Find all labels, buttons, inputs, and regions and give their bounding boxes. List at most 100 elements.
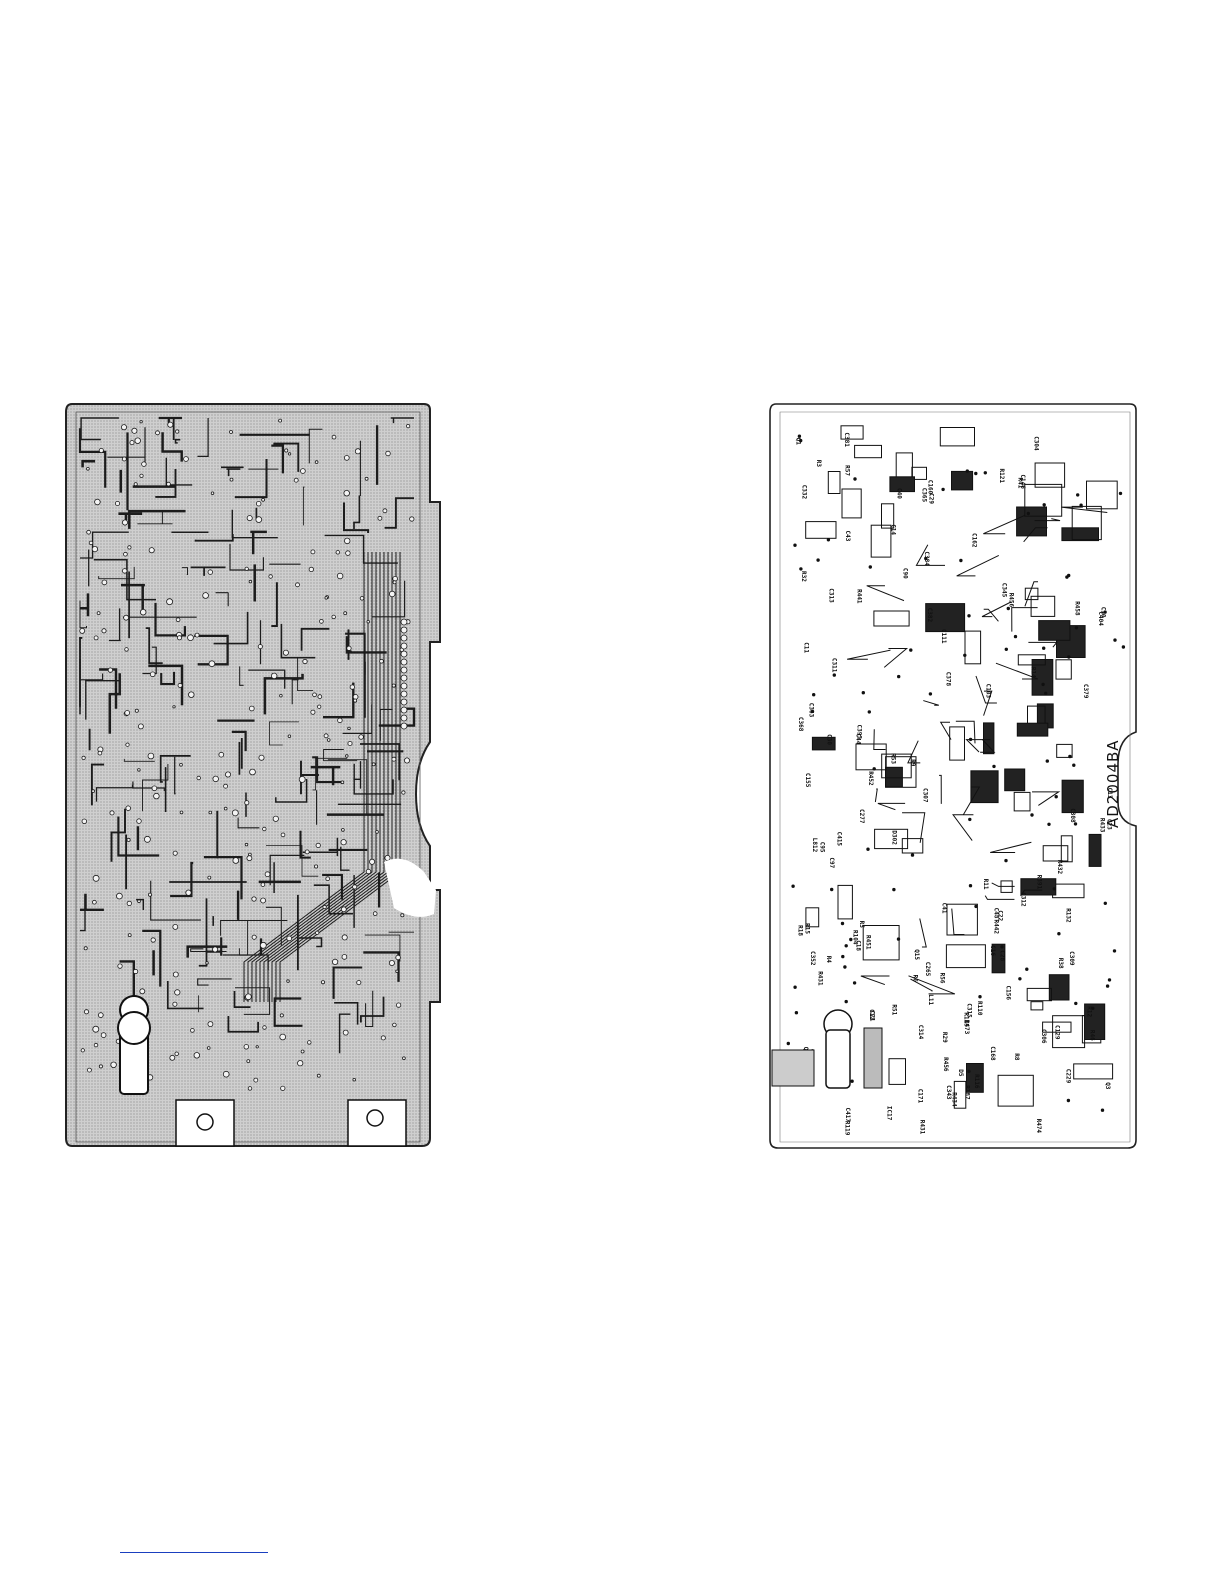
component-label: R456 bbox=[1008, 593, 1015, 608]
component-label: C11 bbox=[803, 642, 810, 653]
component-label: C28 bbox=[998, 950, 1005, 961]
component-label: C313 bbox=[827, 588, 834, 603]
board-outline bbox=[769, 403, 1137, 1149]
component-label: C404 bbox=[1097, 611, 1104, 626]
component-label: C332 bbox=[800, 485, 807, 500]
component-label: C22 bbox=[997, 910, 1004, 921]
component-label: R474 bbox=[1035, 1119, 1042, 1134]
component-label: R431 bbox=[919, 1120, 926, 1135]
pcb-track-side-drawing bbox=[65, 403, 441, 1147]
component-label: C379 bbox=[1082, 684, 1089, 699]
component-label: R18 bbox=[797, 925, 804, 936]
component-label: C309 bbox=[1068, 951, 1075, 966]
component-label: R53 bbox=[890, 753, 897, 764]
component-label: R41 bbox=[1017, 478, 1024, 489]
component-label: C155 bbox=[804, 773, 811, 788]
component-label: C12 bbox=[868, 1009, 875, 1020]
component-label: R451 bbox=[865, 935, 872, 950]
component-label: C384 bbox=[923, 551, 930, 566]
component-label: C315 bbox=[965, 1003, 972, 1018]
component-label: R431 bbox=[817, 971, 824, 986]
component-label: R9 bbox=[909, 759, 916, 767]
component-label: R32 bbox=[800, 571, 807, 582]
component-label: R452 bbox=[867, 771, 874, 786]
component-label: C43 bbox=[844, 531, 851, 542]
board-code: AD2004BA bbox=[1104, 739, 1122, 828]
component-label: C29 bbox=[928, 493, 935, 504]
component-label: C314 bbox=[917, 1025, 924, 1040]
component-label: R473 bbox=[963, 1020, 970, 1035]
component-label: C111 bbox=[940, 629, 947, 644]
component-label: R3 bbox=[815, 460, 822, 468]
component-label: C306 bbox=[1040, 1029, 1047, 1044]
component-label: R433 bbox=[1098, 818, 1105, 833]
component-label: R46 bbox=[1088, 1030, 1095, 1041]
component-label: C417 bbox=[844, 1108, 851, 1123]
component-label: C308 bbox=[1069, 808, 1076, 823]
component-label: R5 bbox=[858, 921, 865, 929]
component-label: R187 bbox=[964, 1085, 971, 1100]
component-label: C21 bbox=[869, 1011, 876, 1022]
pcb-track-side bbox=[64, 402, 448, 1150]
component-label: R458 bbox=[1074, 601, 1081, 616]
component-label: C307 bbox=[922, 788, 929, 803]
component-label: C345 bbox=[1001, 583, 1008, 598]
component-label: C16 bbox=[989, 945, 996, 956]
component-label: Q1 bbox=[794, 438, 801, 446]
component-label: C14 bbox=[890, 524, 897, 535]
component-label: R434 bbox=[951, 1092, 958, 1107]
component-label: D5 bbox=[957, 1069, 964, 1077]
component-label: C304 bbox=[1033, 436, 1040, 451]
footer-rule bbox=[120, 1552, 268, 1553]
component-label: C156 bbox=[1004, 986, 1011, 1001]
component-label: R6 bbox=[912, 975, 919, 983]
component-label: R432 bbox=[1056, 860, 1063, 875]
component-label: Q15 bbox=[913, 949, 920, 960]
component-label: R8 bbox=[1013, 1053, 1020, 1061]
component-label: C311 bbox=[830, 658, 837, 673]
component-label: C312 bbox=[1019, 892, 1026, 907]
component-label: C10 bbox=[1100, 607, 1107, 618]
component-label: Q3 bbox=[1104, 1082, 1111, 1090]
component-label: R11 bbox=[982, 879, 989, 890]
component-label: C229 bbox=[1064, 1069, 1071, 1084]
component-label: R14 bbox=[1030, 667, 1037, 678]
component-label: L812 bbox=[811, 838, 818, 853]
component-label: R115 bbox=[963, 1012, 970, 1027]
component-label: C160 bbox=[926, 480, 933, 495]
component-label: R119 bbox=[844, 1121, 851, 1136]
component-label: C378 bbox=[945, 672, 952, 687]
component-label: R29 bbox=[941, 1032, 948, 1043]
component-label: R12 bbox=[1085, 1006, 1092, 1017]
component-label: C393 bbox=[856, 725, 863, 740]
component-label: C162 bbox=[971, 533, 978, 548]
component-label: C95 bbox=[819, 842, 826, 853]
component-label: C18 bbox=[855, 940, 862, 951]
component-label: C129 bbox=[1054, 1025, 1061, 1040]
component-label: C363 bbox=[807, 703, 814, 718]
component-label: C30 bbox=[825, 734, 832, 745]
component-label: C265 bbox=[924, 962, 931, 977]
component-label: R56 bbox=[938, 973, 945, 984]
component-label: C41 bbox=[940, 903, 947, 914]
component-label: L11 bbox=[927, 994, 934, 1005]
component-label: R121 bbox=[998, 469, 1005, 484]
component-label: R38 bbox=[1057, 958, 1064, 969]
component-label: R391 bbox=[1036, 875, 1043, 890]
component-label: C13 bbox=[1106, 788, 1113, 799]
component-label: R4 bbox=[825, 956, 832, 964]
component-label: C97 bbox=[828, 857, 835, 868]
component-label: C381 bbox=[843, 432, 850, 447]
component-label: C44 bbox=[854, 734, 861, 745]
component-label: C23 bbox=[1106, 819, 1113, 830]
component-label: R57 bbox=[844, 465, 851, 476]
component-label: R110 bbox=[976, 1001, 983, 1016]
component-label: R442 bbox=[993, 920, 1000, 935]
component-label: R441 bbox=[856, 589, 863, 604]
component-label: C368 bbox=[797, 717, 804, 732]
component-label: C171 bbox=[917, 1089, 924, 1104]
component-label: C48 bbox=[992, 908, 999, 919]
component-label: R456 bbox=[942, 1057, 949, 1072]
component-label: C103 bbox=[985, 684, 992, 699]
